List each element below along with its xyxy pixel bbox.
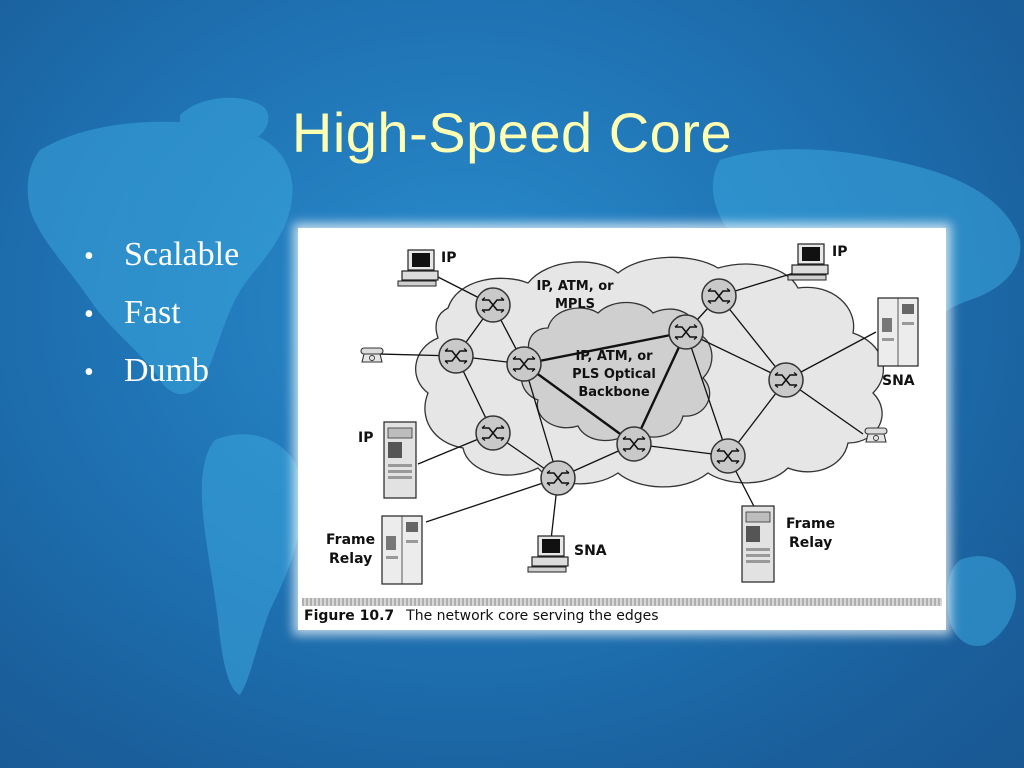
frame-relay-label: Relay	[329, 551, 372, 567]
workstation-icon	[397, 249, 439, 287]
greenland-shape	[180, 97, 269, 146]
ip-label: IP	[358, 430, 373, 446]
north-america-shape	[27, 121, 293, 395]
caption-divider	[302, 598, 942, 606]
figure-caption-text: The network core serving the edges	[406, 608, 659, 624]
switch-router-icon	[668, 314, 704, 350]
bullet-dot: •	[84, 357, 94, 388]
network-core-diagram: IP, ATM, or MPLS IP, ATM, or PLS Optical…	[326, 243, 919, 585]
switch-router-icon	[710, 438, 746, 474]
switch-router-icon	[540, 460, 576, 496]
figure-number: Figure 10.7	[304, 608, 395, 624]
outer-cloud-label: IP, ATM, or	[536, 279, 614, 294]
mainframe-cabinet-icon	[381, 515, 423, 585]
switch-router-icon	[438, 338, 474, 374]
australia-shape	[947, 556, 1016, 646]
sna-label: SNA	[882, 373, 915, 389]
ip-label: IP	[441, 250, 456, 266]
outer-cloud-label: MPLS	[555, 297, 595, 312]
switch-router-icon	[768, 362, 804, 398]
inner-cloud-label: Backbone	[578, 385, 650, 400]
bullet-item: • Scalable	[84, 226, 239, 284]
bullet-dot: •	[84, 299, 94, 330]
network-figure: IP, ATM, or MPLS IP, ATM, or PLS Optical…	[298, 228, 946, 630]
frame-relay-label: Relay	[789, 535, 832, 551]
bullet-text: Dumb	[124, 352, 209, 389]
inner-cloud-label: IP, ATM, or	[575, 349, 653, 364]
switch-router-icon	[616, 426, 652, 462]
bullet-item: • Dumb	[84, 342, 239, 400]
telephone-icon	[360, 347, 384, 363]
inner-cloud-label: PLS Optical	[572, 367, 656, 382]
switch-router-icon	[475, 415, 511, 451]
ip-label: IP	[832, 244, 847, 260]
slide-title: High-Speed Core	[291, 101, 733, 164]
bullet-text: Fast	[124, 294, 181, 331]
server-tower-icon	[383, 421, 417, 499]
server-tower-icon	[741, 505, 775, 583]
bullet-dot: •	[84, 241, 94, 272]
bullet-item: • Fast	[84, 284, 239, 342]
bullet-list: • Scalable • Fast • Dumb	[84, 226, 239, 400]
frame-relay-label: Frame	[326, 532, 375, 548]
south-america-shape	[201, 434, 303, 695]
switch-router-icon	[506, 346, 542, 382]
workstation-icon	[527, 535, 569, 573]
workstation-icon	[787, 243, 829, 281]
figure-caption: Figure 10.7 The network core serving the …	[304, 608, 940, 624]
bullet-text: Scalable	[124, 236, 240, 273]
mainframe-cabinet-icon	[877, 297, 919, 367]
frame-relay-label: Frame	[786, 516, 835, 532]
telephone-icon	[864, 427, 888, 443]
switch-router-icon	[701, 278, 737, 314]
sna-label: SNA	[574, 543, 607, 559]
switch-router-icon	[475, 287, 511, 323]
